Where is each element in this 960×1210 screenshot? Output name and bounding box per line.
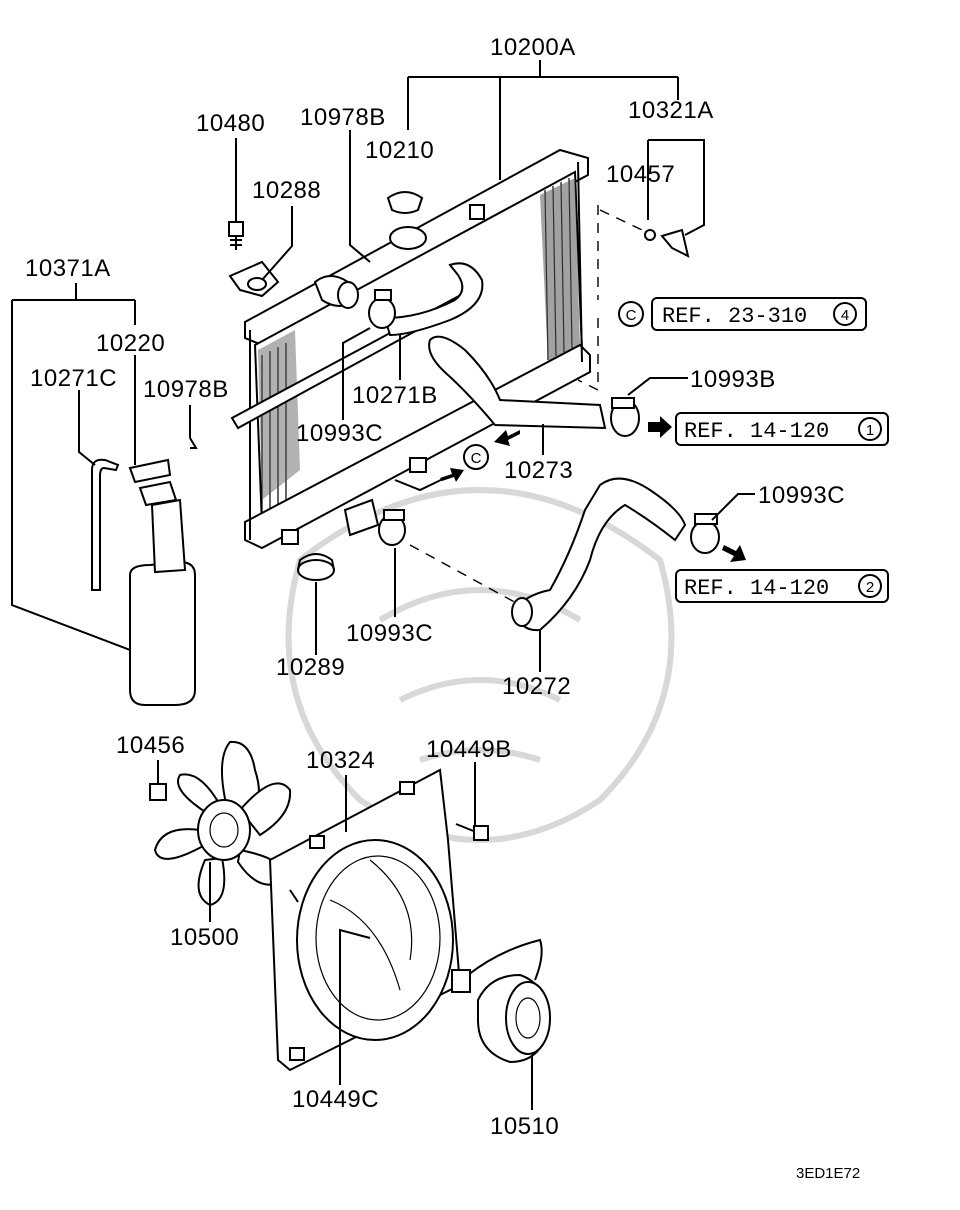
label-10993c-bottom: 10993C: [346, 620, 433, 647]
flow-arrows: [440, 416, 746, 562]
svg-text:REF. 14-120: REF. 14-120: [684, 419, 829, 444]
label-10993c-upper: 10993C: [296, 420, 383, 447]
fan-shroud: [268, 768, 462, 1072]
label-10321a: 10321A: [628, 97, 714, 124]
hose-clamp-bottom: [378, 509, 406, 546]
bracket-10288: [228, 260, 280, 298]
label-10272: 10272: [502, 673, 571, 700]
marker-c-top: C: [618, 301, 644, 327]
svg-text:1: 1: [866, 422, 874, 439]
upper-radiator-hose: [337, 262, 484, 337]
label-10480: 10480: [196, 110, 265, 137]
bushing-10289: [297, 553, 335, 581]
label-10449b: 10449B: [426, 736, 512, 763]
label-10289: 10289: [276, 654, 345, 681]
label-10271c: 10271C: [30, 365, 117, 392]
label-10456: 10456: [116, 732, 185, 759]
label-10324: 10324: [306, 747, 375, 774]
cooling-fan: [153, 740, 292, 907]
marker-c-mid: C: [463, 444, 489, 470]
radiator-core-fins: [258, 177, 580, 520]
svg-text:2: 2: [866, 579, 874, 596]
diagram-code: 3ED1E72: [796, 1165, 860, 1182]
label-10978b-top: 10978B: [300, 104, 386, 131]
label-10449c: 10449C: [292, 1086, 379, 1113]
overflow-hose-10271c: [91, 458, 120, 591]
lower-radiator-hose-10272: [511, 477, 687, 632]
hose-clamp-upper: [368, 289, 396, 329]
svg-text:REF. 14-120: REF. 14-120: [684, 576, 829, 601]
nut-10456: [149, 783, 167, 801]
ref-box-14-120-1[interactable]: REF. 14-120 1: [675, 412, 889, 446]
svg-text:C: C: [471, 450, 482, 467]
hose-clamp-right: [690, 513, 720, 554]
label-10271b: 10271B: [352, 382, 438, 409]
label-10510: 10510: [490, 1113, 559, 1140]
label-10220: 10220: [96, 330, 165, 357]
reserve-tank: [128, 458, 196, 706]
hose-clamp-10993b: [610, 397, 640, 437]
part-labels: 10200A 10321A 10480 10978B 10210 10457 1…: [25, 34, 845, 1140]
label-10457: 10457: [606, 161, 675, 188]
ref-box-23-310[interactable]: REF. 23-310 4: [651, 297, 867, 331]
svg-text:4: 4: [841, 307, 849, 324]
label-10500: 10500: [170, 924, 239, 951]
label-10273: 10273: [504, 457, 573, 484]
label-10993b: 10993B: [690, 366, 776, 393]
lower-radiator-hose-10273: [428, 335, 607, 430]
label-10978b-left: 10978B: [143, 376, 229, 403]
label-10371a: 10371A: [25, 255, 111, 282]
bolt-10480: [228, 221, 244, 250]
leader-lines: [11, 60, 755, 1110]
label-10200a: 10200A: [490, 34, 576, 61]
label-10210: 10210: [365, 137, 434, 164]
svg-text:REF. 23-310: REF. 23-310: [662, 304, 807, 329]
radiator-cap: [386, 191, 424, 214]
hose-clip-10978b: [189, 437, 198, 449]
ref-box-14-120-2[interactable]: REF. 14-120 2: [675, 569, 889, 603]
bolt-10449b: [455, 823, 489, 841]
fan-motor: [451, 938, 551, 1064]
radiator: [230, 148, 591, 550]
label-10993c-right: 10993C: [758, 482, 845, 509]
drain-plug: [644, 228, 690, 258]
label-10288: 10288: [252, 177, 321, 204]
svg-text:C: C: [626, 307, 637, 324]
